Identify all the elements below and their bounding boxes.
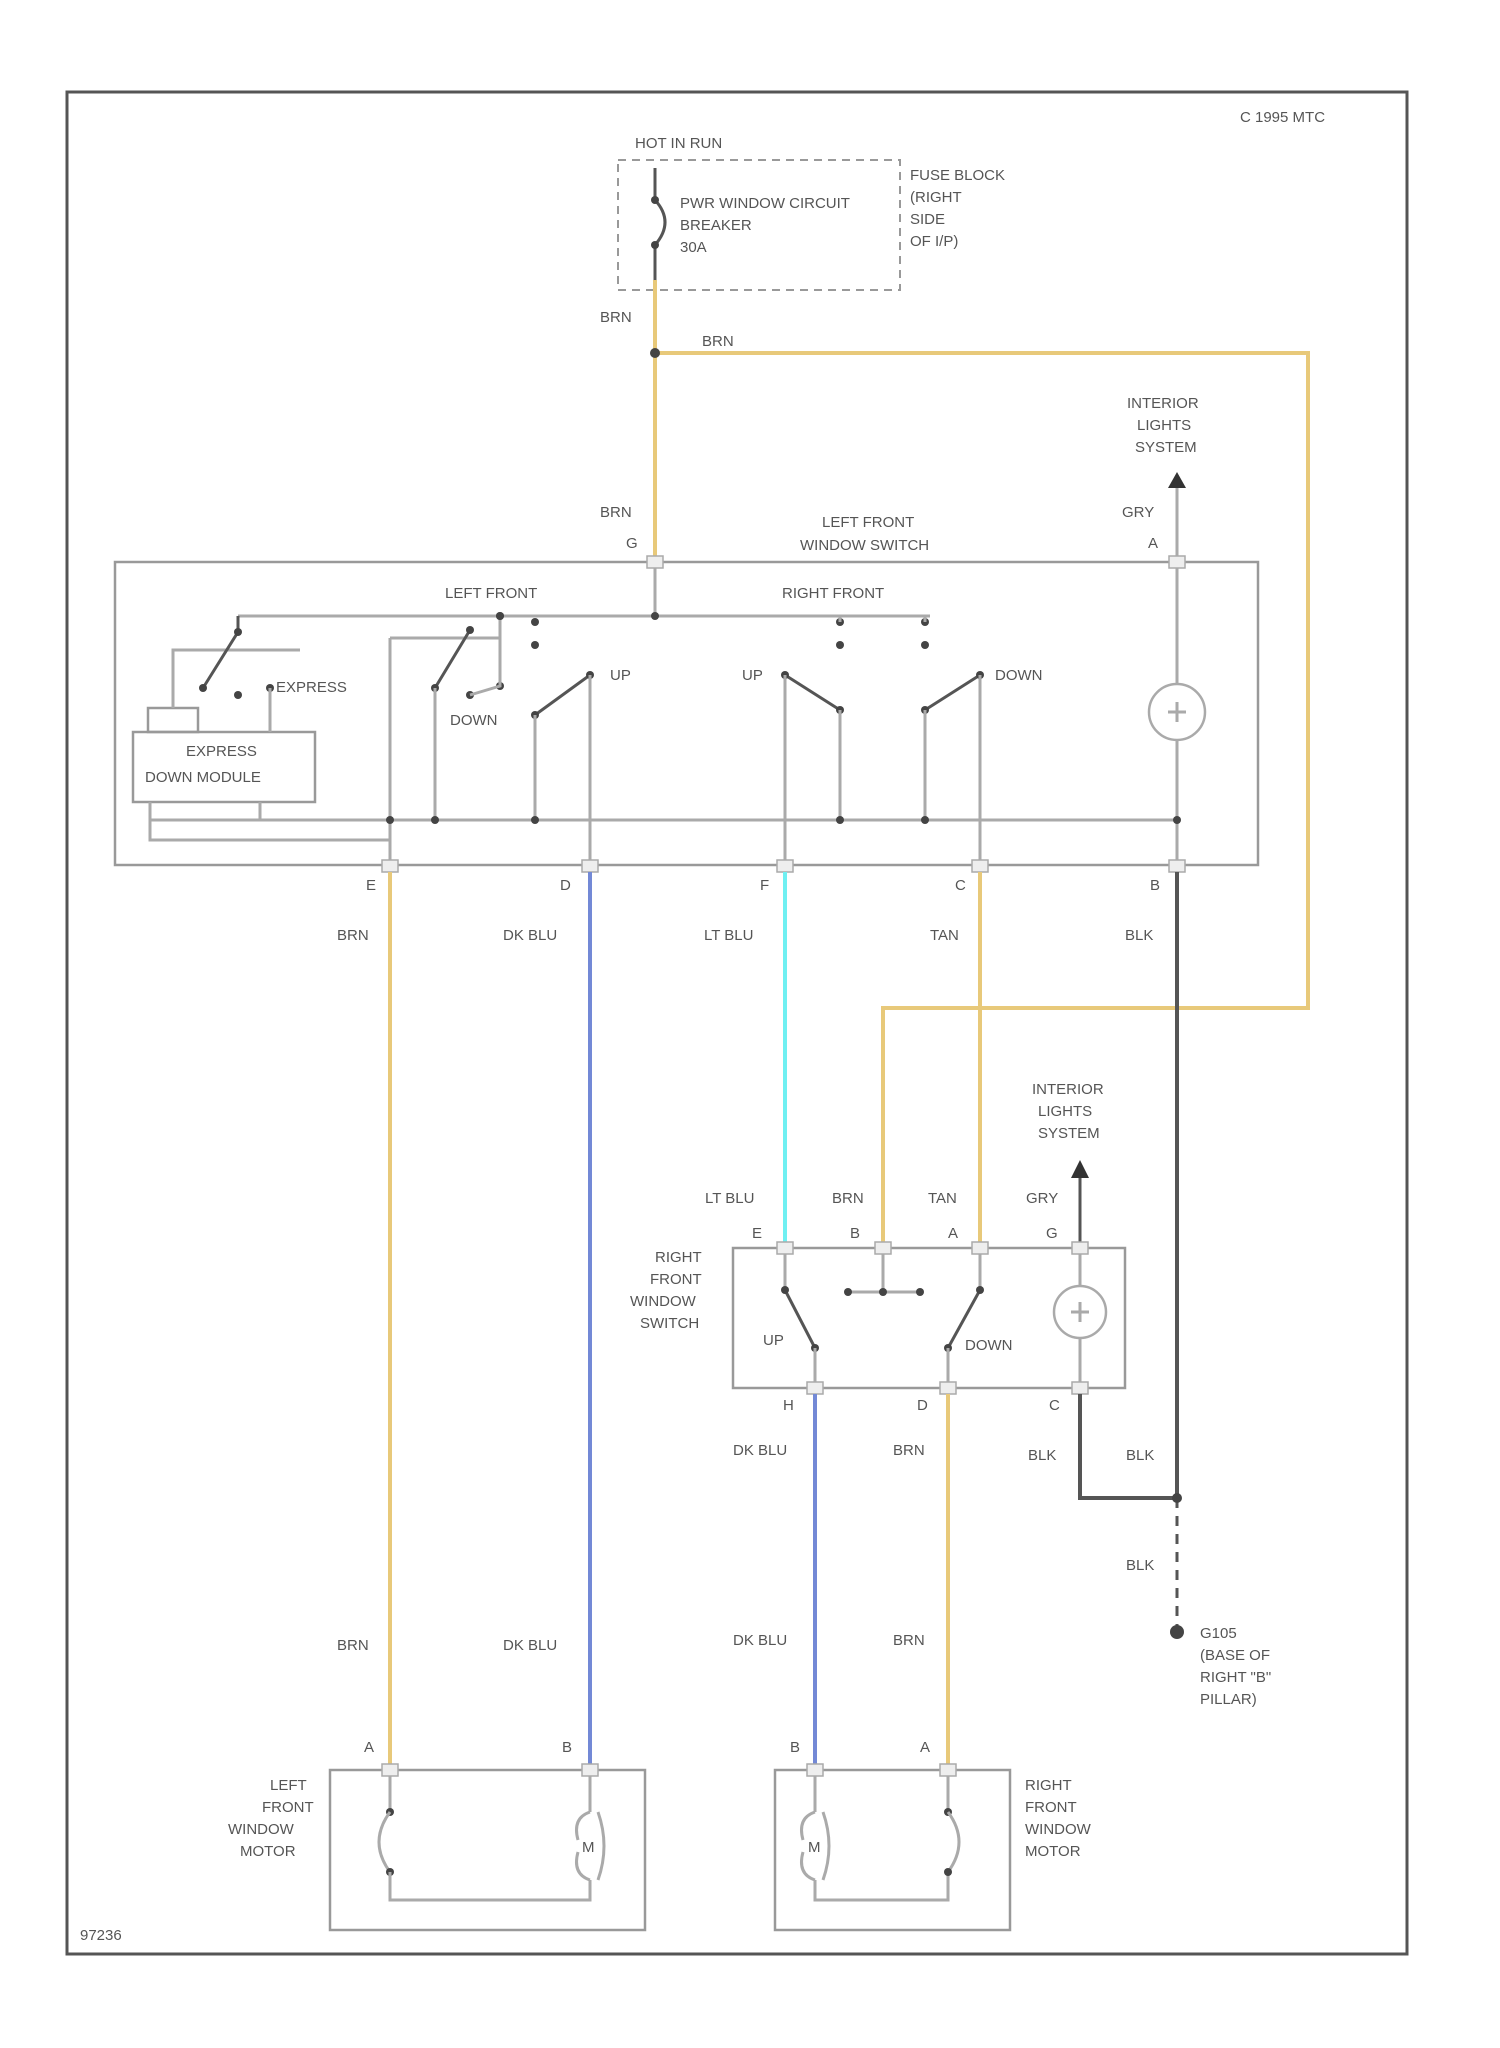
wire-label-rs-brn: BRN — [832, 1190, 864, 1207]
arrow-interior-lights-2 — [1071, 1160, 1089, 1178]
figure-id: 97236 — [80, 1927, 122, 1944]
fuse-block-label-2: (RIGHT — [910, 189, 962, 206]
wire-label-rs-gry: GRY — [1026, 1190, 1058, 1207]
wire-label-brn-e: BRN — [337, 927, 369, 944]
left-switch-section-right: RIGHT FRONT — [782, 585, 884, 602]
express-module-label-2: DOWN MODULE — [145, 769, 261, 786]
express-module-label-1: EXPRESS — [186, 743, 257, 760]
pin-c-left: C — [955, 877, 966, 894]
left-switch-section-left: LEFT FRONT — [445, 585, 537, 602]
wire-label-lm-brn: BRN — [337, 1637, 369, 1654]
wire-label-brn-switch: BRN — [600, 504, 632, 521]
wire-label-blk-b: BLK — [1125, 927, 1153, 944]
fuse-block-label-1: FUSE BLOCK — [910, 167, 1005, 184]
rs-down-label: DOWN — [965, 1337, 1013, 1354]
interior-lights-2-line-2: LIGHTS — [1038, 1103, 1092, 1120]
wire-label-rs-tan: TAN — [928, 1190, 957, 1207]
right-switch-title-4: SWITCH — [640, 1315, 699, 1332]
pin-e-left: E — [366, 877, 376, 894]
fuse-block: HOT IN RUN PWR WINDOW CIRCUIT BREAKER 30… — [618, 135, 1005, 290]
wire-rs-blk-c — [1080, 1394, 1177, 1498]
wire-label-rs-blk-c: BLK — [1028, 1447, 1056, 1464]
wire-label-brn-top: BRN — [600, 309, 632, 326]
interior-lights-2-line-3: SYSTEM — [1038, 1125, 1100, 1142]
right-front-window-motor: RIGHT FRONT WINDOW MOTOR B A M — [775, 1739, 1092, 1930]
rs-pin-c: C — [1049, 1397, 1060, 1414]
express-label: EXPRESS — [276, 679, 347, 696]
pin-g-left: G — [626, 535, 638, 552]
wire-label-lm-dkblu: DK BLU — [503, 1637, 557, 1654]
wire-label-blk-ground: BLK — [1126, 1557, 1154, 1574]
ground-label-1: G105 — [1200, 1625, 1237, 1642]
wire-label-rs-dkblu-h: DK BLU — [733, 1442, 787, 1459]
wire-label-gry-top: GRY — [1122, 504, 1154, 521]
left-motor-title-4: MOTOR — [240, 1843, 296, 1860]
right-front-window-switch: RIGHT FRONT WINDOW SWITCH UP DOWN E B — [630, 1225, 1125, 1414]
pin-a-left: A — [1148, 535, 1158, 552]
breaker-label-1: PWR WINDOW CIRCUIT — [680, 195, 850, 212]
interior-lights-2-line-1: INTERIOR — [1032, 1081, 1104, 1098]
breaker-label-3: 30A — [680, 239, 707, 256]
wire-label-brn-branch: BRN — [702, 333, 734, 350]
wire-label-blk-right: BLK — [1126, 1447, 1154, 1464]
fuse-block-label-4: OF I/P) — [910, 233, 958, 250]
down-label-2: DOWN — [995, 667, 1043, 684]
rs-pin-d: D — [917, 1397, 928, 1414]
breaker-label-2: BREAKER — [680, 217, 752, 234]
wire-label-rs-brn-d: BRN — [893, 1442, 925, 1459]
right-motor-pin-a: A — [920, 1739, 930, 1756]
pin-b-left: B — [1150, 877, 1160, 894]
down-label-1: DOWN — [450, 712, 498, 729]
rs-pin-a: A — [948, 1225, 958, 1242]
left-motor-title-2: FRONT — [262, 1799, 314, 1816]
left-motor-title-3: WINDOW — [228, 1821, 295, 1838]
right-motor-title-1: RIGHT — [1025, 1777, 1072, 1794]
rs-pin-b: B — [850, 1225, 860, 1242]
ground-label-3: RIGHT "B" — [1200, 1669, 1271, 1686]
wire-label-rs-ltblu: LT BLU — [705, 1190, 754, 1207]
right-motor-title-4: MOTOR — [1025, 1843, 1081, 1860]
left-switch-title-1: LEFT FRONT — [822, 514, 914, 531]
fuse-block-label-3: SIDE — [910, 211, 945, 228]
right-motor-m: M — [808, 1839, 821, 1856]
left-motor-pin-a: A — [364, 1739, 374, 1756]
left-motor-pin-b: B — [562, 1739, 572, 1756]
ground-point — [1170, 1625, 1184, 1639]
left-switch-title-2: WINDOW SWITCH — [800, 537, 929, 554]
arrow-interior-lights-1 — [1168, 472, 1186, 488]
rs-pin-e: E — [752, 1225, 762, 1242]
right-motor-pin-b: B — [790, 1739, 800, 1756]
interior-lights-1-line-1: INTERIOR — [1127, 395, 1199, 412]
wire-label-rm-brn: BRN — [893, 1632, 925, 1649]
pin-f-left: F — [760, 877, 769, 894]
pin-d-left: D — [560, 877, 571, 894]
right-motor-title-2: FRONT — [1025, 1799, 1077, 1816]
hot-in-run-label: HOT IN RUN — [635, 135, 722, 152]
ground-label-2: (BASE OF — [1200, 1647, 1270, 1664]
right-switch-title-3: WINDOW — [630, 1293, 697, 1310]
up-label-1: UP — [610, 667, 631, 684]
right-switch-title-2: FRONT — [650, 1271, 702, 1288]
right-switch-title-1: RIGHT — [655, 1249, 702, 1266]
rs-pin-g: G — [1046, 1225, 1058, 1242]
copyright-text: C 1995 MTC — [1240, 109, 1325, 126]
left-front-window-switch: LEFT FRONT WINDOW SWITCH LEFT FRONT RIGH… — [115, 514, 1258, 894]
wire-label-tan-c: TAN — [930, 927, 959, 944]
wire-label-ltblu-f: LT BLU — [704, 927, 753, 944]
rs-up-label: UP — [763, 1332, 784, 1349]
left-motor-m: M — [582, 1839, 595, 1856]
right-motor-title-3: WINDOW — [1025, 1821, 1092, 1838]
up-label-2: UP — [742, 667, 763, 684]
circuit-breaker-symbol — [655, 168, 665, 280]
wire-label-dkblu-d: DK BLU — [503, 927, 557, 944]
interior-lights-1-line-2: LIGHTS — [1137, 417, 1191, 434]
interior-lights-1-line-3: SYSTEM — [1135, 439, 1197, 456]
rs-pin-h: H — [783, 1397, 794, 1414]
ground-label-4: PILLAR) — [1200, 1691, 1257, 1708]
wire-label-rm-dkblu: DK BLU — [733, 1632, 787, 1649]
left-front-window-motor: LEFT FRONT WINDOW MOTOR A B M — [228, 1739, 645, 1930]
left-motor-title-1: LEFT — [270, 1777, 307, 1794]
